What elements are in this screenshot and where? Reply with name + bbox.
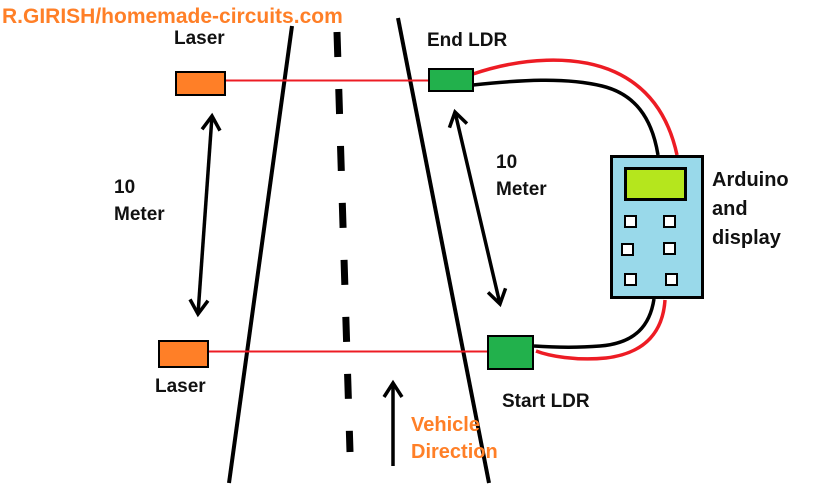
distance-right-value: 10 [496,152,518,173]
road-right-edge [396,17,491,484]
wire-red-bottom [535,299,667,361]
start-ldr-box [487,335,534,370]
road-center-dashed-line [333,31,354,453]
vehicle-direction-line2: Direction [411,441,498,463]
arduino-label-line1: Arduino [712,169,789,191]
arduino-button [663,215,676,228]
arduino-button [663,242,676,255]
arduino-button [621,243,634,256]
distance-arrow-right [447,108,508,308]
distance-left-unit: Meter [114,204,165,225]
distance-left-value: 10 [114,177,136,198]
laser-top-label: Laser [174,28,225,49]
arduino-button [624,215,637,228]
arduino-label-line3: display [712,227,781,249]
distance-arrow-left [188,112,222,318]
laser-bottom-label: Laser [155,376,206,397]
arduino-label: Arduino and display [712,166,789,253]
distance-right-unit: Meter [496,179,547,200]
arduino-button [624,273,637,286]
start-ldr-label: Start LDR [502,391,590,412]
vehicle-direction-line1: Vehicle [411,414,480,436]
end-ldr-label: End LDR [427,30,508,51]
arduino-display-screen [624,167,687,201]
arduino-button [665,273,678,286]
distance-left-label: 10 Meter [114,174,165,228]
vehicle-direction-label: Vehicle Direction [411,412,498,466]
wire-red-top [472,58,679,156]
road-left-edge [227,25,294,484]
wire-black-top [472,78,660,156]
wire-black-bottom [533,298,656,349]
end-ldr-box [428,68,474,92]
arduino-label-line2: and [712,198,748,220]
laser-top-box [175,71,226,96]
laser-bottom-box [158,340,209,368]
arduino-box [610,155,704,299]
watermark: R.GIRISH/homemade-circuits.com [2,5,343,28]
distance-right-label: 10 Meter [496,149,547,203]
